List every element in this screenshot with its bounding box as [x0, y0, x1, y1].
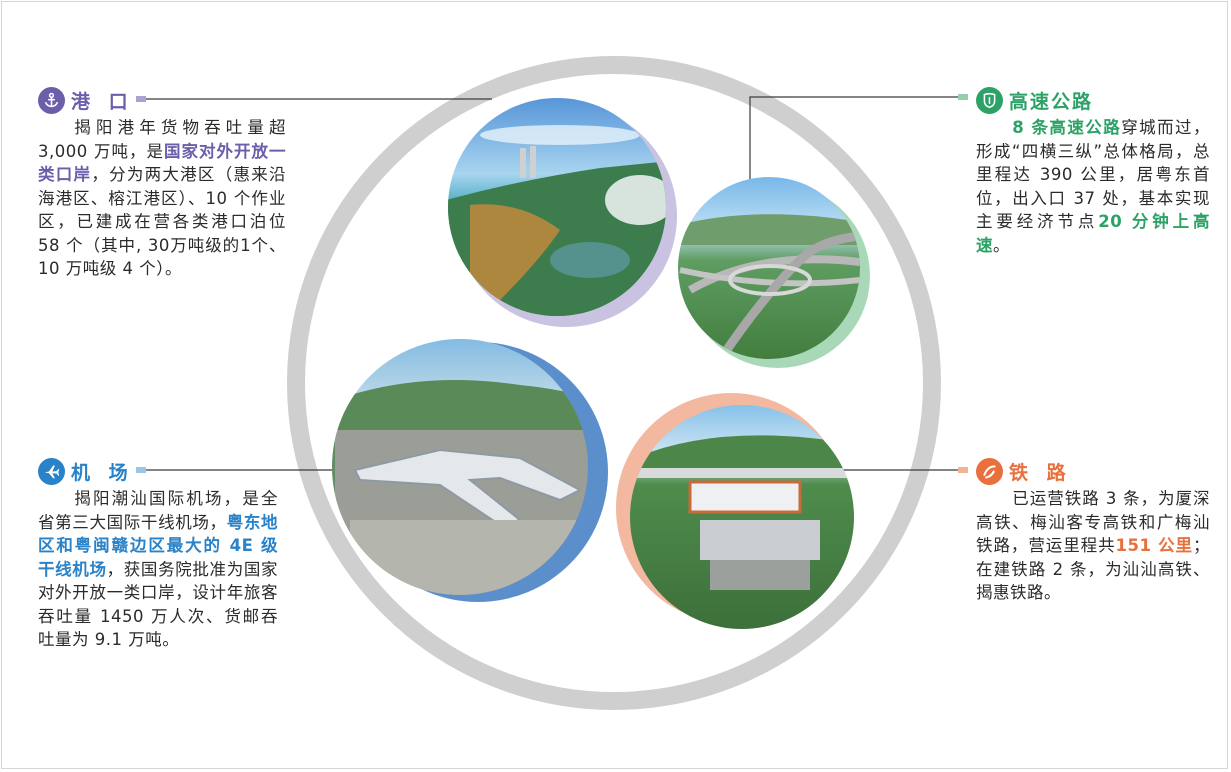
highway-heading: 高速公路 [976, 86, 1210, 114]
airport-text-1: 揭阳潮汕国际机场，是全省第三大国际干线机场， [38, 489, 278, 532]
highway-text-1: 穿城而过，形成“四横三纵”总体格局，总里程达 390 公里，居粤东首位，出入口 … [976, 118, 1211, 231]
port-description: 揭阳港年货物吞吐量超 3,000 万吨，是国家对外开放一类口岸，分为两大港区（惠… [38, 116, 286, 281]
highway-text-2: 。 [993, 235, 1010, 255]
rail-section: 铁 路 已运营铁路 3 条，为厦深高铁、梅汕客专高铁和广梅汕铁路，营运里程共15… [976, 457, 1210, 605]
airport-description: 揭阳潮汕国际机场，是全省第三大国际干线机场，粤东地区和粤闽赣边区最大的 4E 级… [38, 487, 278, 652]
rail-description: 已运营铁路 3 条，为厦深高铁、梅汕客专高铁和广梅汕铁路，营运里程共151 公里… [976, 487, 1210, 605]
highway-highlight-1: 8 条高速公路 [1012, 118, 1122, 137]
highway-title: 高速公路 [1009, 90, 1094, 113]
rail-text-1: 已运营铁路 3 条，为厦深高铁、梅汕客专高铁和广梅汕铁路，营运里程共 [976, 489, 1210, 555]
airport-text-2: ，获国务院批准为国家对外开放一类口岸，设计年旅客吞吐量 1450 万人次、货邮吞… [38, 559, 279, 650]
port-section: 港 口 揭阳港年货物吞吐量超 3,000 万吨，是国家对外开放一类口岸，分为两大… [38, 86, 286, 281]
airport-highlight: 粤东地区和粤闽赣边区最大的 4E 级干线机场 [38, 512, 279, 579]
highway-section: 高速公路 8 条高速公路穿城而过，形成“四横三纵”总体格局，总里程达 390 公… [976, 86, 1210, 257]
highway-highlight-2: 20 分钟上高速 [976, 212, 1210, 255]
rail-title: 铁 路 [1009, 461, 1072, 484]
port-text-1: 揭阳港年货物吞吐量超 3,000 万吨，是 [38, 118, 286, 161]
rail-icon [976, 457, 1003, 485]
rail-text-2: ；在建铁路 2 条，为汕汕高铁、揭惠铁路。 [976, 536, 1210, 602]
airport-heading: 机 场 [38, 457, 278, 485]
airport-section: 机 场 揭阳潮汕国际机场，是全省第三大国际干线机场，粤东地区和粤闽赣边区最大的 … [38, 457, 278, 652]
port-photo [448, 98, 666, 316]
port-heading: 港 口 [38, 86, 286, 114]
anchor-icon [38, 86, 65, 114]
highway-description: 8 条高速公路穿城而过，形成“四横三纵”总体格局，总里程达 390 公里，居粤东… [976, 116, 1210, 257]
rail-photo [630, 405, 854, 629]
airport-title: 机 场 [71, 461, 134, 484]
connector-lines [146, 96, 958, 471]
highway-photo [678, 177, 860, 359]
port-highlight: 国家对外开放一类口岸 [38, 141, 287, 185]
rail-heading: 铁 路 [976, 457, 1210, 485]
port-text-2: ，分为两大港区（惠来沿海港区、榕江港区）、10 个作业区，已建成在营各类港口泊位… [38, 165, 287, 278]
road-icon [976, 86, 1003, 114]
rail-highlight: 151 公里 [1115, 536, 1193, 555]
outer-ring [287, 56, 941, 710]
connector-markers [136, 94, 968, 473]
port-title: 港 口 [71, 90, 134, 113]
airplane-icon [38, 457, 65, 485]
